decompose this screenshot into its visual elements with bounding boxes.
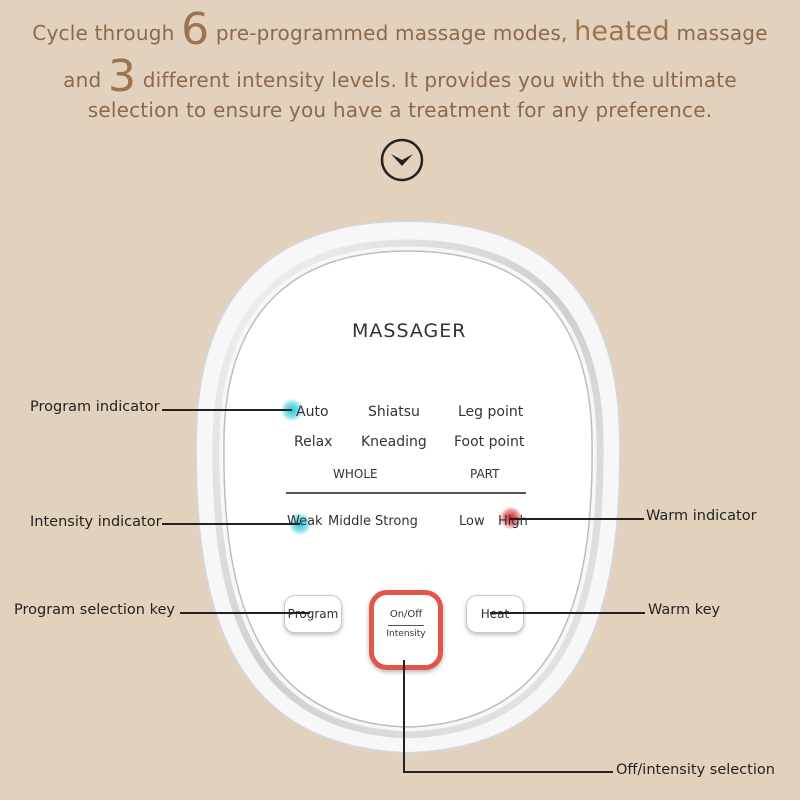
intensity-strong-label: Strong <box>375 514 418 529</box>
panel-title: MASSAGER <box>352 320 467 342</box>
power-divider <box>388 625 424 626</box>
power-intensity-button[interactable]: On/Off Intensity <box>369 590 443 670</box>
chevron-down-circle-icon[interactable] <box>379 137 425 183</box>
intensity-count: 3 <box>107 51 137 102</box>
callout-power-key: Off/intensity selection <box>616 762 775 778</box>
power-label: On/Off <box>389 609 423 620</box>
intensity-indicator-led-weak <box>289 513 311 535</box>
program-auto-label: Auto <box>296 404 329 420</box>
heat-button[interactable]: Heat <box>466 595 524 633</box>
intro-line-1-post: massage <box>669 21 768 45</box>
callout-line-intensity-indicator <box>162 523 300 525</box>
program-foot-point-label: Foot point <box>454 434 525 450</box>
intro-line-1: Cycle through 6 pre-programmed massage m… <box>0 8 800 52</box>
callout-line-power-horizontal <box>403 771 613 773</box>
warm-low-label: Low <box>459 514 485 529</box>
massager-device <box>188 217 628 761</box>
program-relax-label: Relax <box>294 434 333 450</box>
callout-program-key: Program selection key <box>14 602 175 618</box>
warm-high-label: High <box>498 514 528 529</box>
callout-line-program-key <box>180 612 310 614</box>
intensity-key-label: Intensity <box>386 629 426 639</box>
program-shiatsu-label: Shiatsu <box>368 404 420 420</box>
callout-intensity-indicator: Intensity indicator <box>30 514 162 530</box>
program-kneading-label: Kneading <box>361 434 427 450</box>
mode-count: 6 <box>181 4 210 55</box>
intro-line-1-pre: Cycle through <box>32 21 182 45</box>
callout-line-power-vertical <box>403 660 405 772</box>
callout-warm-key: Warm key <box>648 602 721 618</box>
program-leg-point-label: Leg point <box>458 404 524 420</box>
intensity-middle-label: Middle <box>328 514 371 529</box>
intro-line-2-post: different intensity levels. It provides … <box>136 68 737 92</box>
intro-line-2: and 3 different intensity levels. It pro… <box>0 55 800 99</box>
intro-line-1-mid: pre-programmed massage modes, <box>209 21 575 45</box>
intensity-weak-label: Weak <box>287 514 323 529</box>
callout-warm-indicator: Warm indicator <box>646 508 757 524</box>
program-indicator-led-auto <box>281 399 303 421</box>
callout-program-indicator: Program indicator <box>30 399 160 415</box>
callout-line-warm-indicator <box>510 518 644 520</box>
callout-line-warm-key <box>490 612 645 614</box>
group-part-label: PART <box>470 467 500 481</box>
intro-line-2-pre: and <box>63 68 108 92</box>
intro-line-3: selection to ensure you have a treatment… <box>87 98 713 122</box>
program-button[interactable]: Program <box>284 595 342 633</box>
group-whole-label: WHOLE <box>333 467 378 481</box>
heated-word: heated <box>574 16 670 47</box>
callout-line-program-indicator <box>162 409 292 411</box>
panel-divider <box>286 492 526 494</box>
